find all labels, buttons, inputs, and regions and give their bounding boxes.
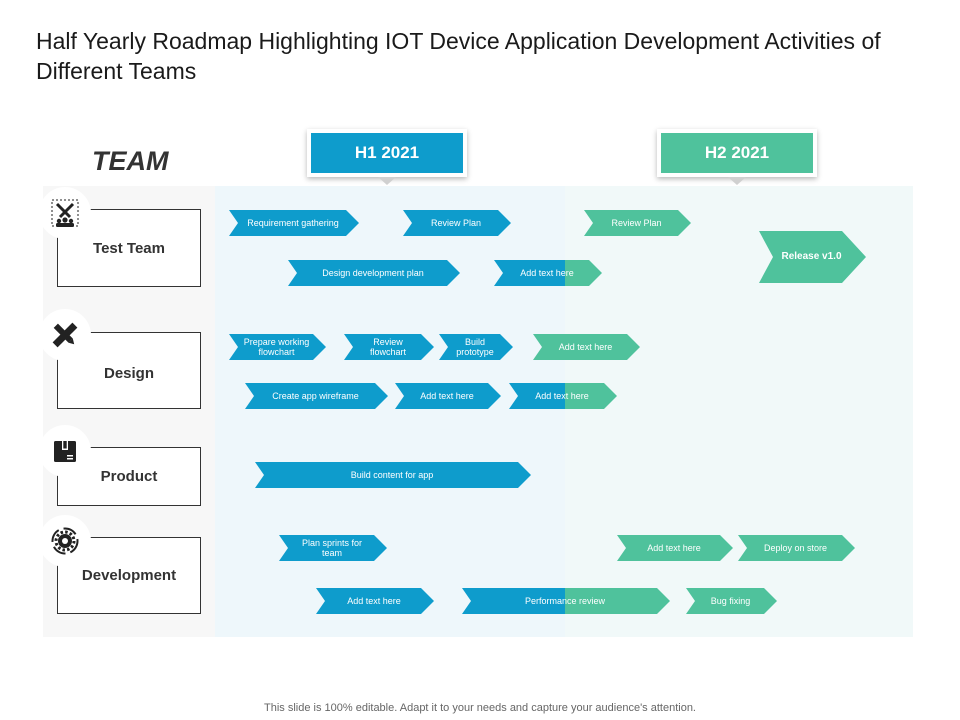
activity-dev-add-text-1: Add text here: [617, 535, 733, 561]
package-icon: [39, 425, 91, 477]
activity-performance-review: Performance review: [462, 588, 670, 614]
period-badge-h1: H1 2021: [307, 129, 467, 177]
activity-build-content: Build content for app: [255, 462, 531, 488]
activity-release: Release v1.0: [759, 231, 866, 283]
activity-plan-sprints: Plan sprints for team: [279, 535, 387, 561]
gear-cycle-icon: [39, 515, 91, 567]
activity-review-plan: Review Plan: [403, 210, 511, 236]
activity-test-add-text: Add text here: [494, 260, 602, 286]
team-label-design: Design: [103, 365, 154, 382]
period-badge-h2: H2 2021: [657, 129, 817, 177]
activity-create-wireframe: Create app wireframe: [245, 383, 388, 409]
period-badge-h2-pointer: [728, 177, 746, 185]
activity-design-development-plan: Design development plan: [288, 260, 460, 286]
team-label-test-team: Test Team: [93, 239, 165, 257]
activity-design-add-text-3: Add text here: [509, 383, 617, 409]
activity-dev-add-text-2: Add text here: [316, 588, 434, 614]
pencil-ruler-icon: [39, 309, 91, 361]
period-badge-h1-pointer: [378, 177, 396, 185]
activity-design-add-text-1: Add text here: [533, 334, 640, 360]
team-label-development: Development: [81, 567, 177, 584]
footer-note: This slide is 100% editable. Adapt it to…: [264, 702, 696, 714]
activity-build-prototype: Build prototype: [439, 334, 513, 360]
activity-bug-fixing: Bug fixing: [686, 588, 777, 614]
h1-timeline-panel: [215, 186, 565, 637]
activity-review-plan-h2: Review Plan: [584, 210, 691, 236]
tools-team-icon: [39, 187, 91, 239]
page-title: Half Yearly Roadmap Highlighting IOT Dev…: [36, 28, 881, 84]
activity-requirement-gathering: Requirement gathering: [229, 210, 359, 236]
activity-design-add-text-2: Add text here: [395, 383, 501, 409]
team-label-product: Product: [100, 468, 158, 485]
team-heading: TEAM: [92, 146, 169, 176]
activity-deploy: Deploy on store: [738, 535, 855, 561]
activity-review-flowchart: Review flowchart: [344, 334, 434, 360]
activity-prepare-flowchart: Prepare working flowchart: [229, 334, 326, 360]
